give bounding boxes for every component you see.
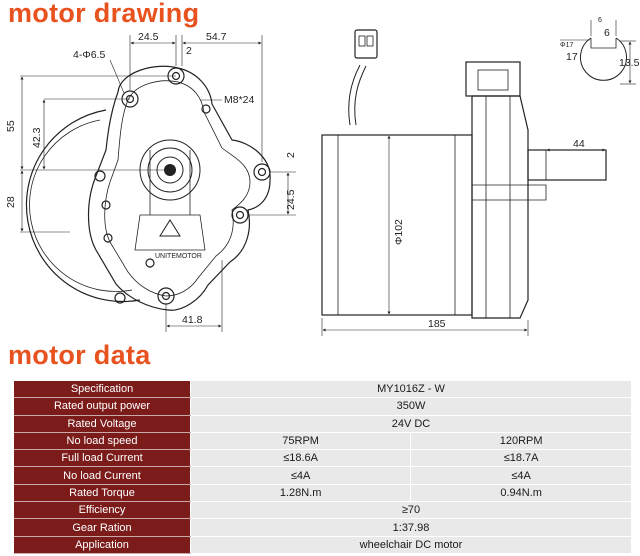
row-value: 24V DC (190, 415, 631, 433)
row-label: No load speed (14, 432, 191, 451)
row-label: Application (14, 536, 191, 554)
side-view (321, 29, 607, 336)
dim-54-7: 54.7 (206, 31, 227, 43)
dim-42-3: 42.3 (31, 127, 43, 148)
shaft-detail (560, 20, 636, 85)
row-value: ≤4A (410, 466, 631, 485)
dim-185: 185 (428, 318, 446, 330)
dim-keyway-top: 6 (598, 17, 602, 24)
dim-2-top: 2 (186, 45, 192, 57)
dim-phi17: Φ17 (560, 42, 573, 49)
logo-text: UNITEMOTOR (155, 253, 202, 260)
row-value: wheelchair DC motor (190, 536, 631, 554)
dim-55: 55 (5, 120, 17, 132)
row-value: MY1016Z - W (190, 381, 631, 399)
motor-housing-outline (25, 109, 141, 303)
dim-24-5-right: 24.5 (285, 189, 297, 210)
dim-2-right: 2 (285, 152, 297, 158)
dim-13-5: 13.5 (619, 57, 640, 69)
data-title: motor data (8, 340, 151, 370)
logo-triangle-icon (159, 219, 181, 237)
dim-keyway-6: 6 (604, 27, 610, 39)
row-label: No load Current (14, 466, 191, 485)
dim-shaft-44: 44 (573, 138, 585, 150)
row-value: 75RPM (189, 432, 411, 451)
row-value: ≥70 (190, 501, 631, 520)
dim-hole-dia: 4-Φ6.5 (73, 49, 105, 61)
dim-24-5-top: 24.5 (138, 31, 159, 43)
row-label: Rated Voltage (14, 415, 191, 433)
row-value: 350W (190, 397, 631, 416)
dim-28: 28 (5, 196, 17, 208)
table-row: Efficiency≥70 (14, 501, 631, 520)
motor-drawing: 24.5 2 54.7 4-Φ6.5 M8*24 55 42.3 28 2 24… (5, 17, 640, 336)
output-shaft (527, 149, 607, 181)
row-label: Rated Torque (14, 484, 191, 503)
row-label: Specification (14, 381, 191, 399)
row-value: ≤18.7A (410, 449, 631, 468)
dim-thread: M8*24 (224, 94, 255, 106)
table-row: No load Current≤4A≤4A (14, 466, 631, 485)
connector (354, 29, 378, 59)
row-value: ≤18.6A (189, 449, 411, 468)
row-label: Full load Current (14, 449, 191, 468)
row-label: Rated output power (14, 397, 191, 416)
row-value: ≤4A (189, 466, 411, 485)
row-label: Efficiency (14, 501, 191, 520)
front-view-dimensions (20, 35, 296, 332)
gearbox-side (471, 95, 529, 319)
row-label: Gear Ration (14, 518, 191, 537)
row-value: 0.94N.m (410, 484, 631, 503)
row-value: 1.28N.m (189, 484, 411, 503)
dim-17: 17 (566, 51, 578, 63)
wire (348, 64, 367, 126)
dim-diameter: Φ102 (393, 219, 405, 245)
row-value: 120RPM (410, 432, 631, 451)
row-value: 1:37.98 (190, 518, 631, 537)
dim-41-8: 41.8 (182, 314, 203, 326)
drawing-title: motor drawing (8, 0, 200, 28)
gearbox-outline (87, 65, 271, 311)
table-row: Full load Current≤18.6A≤18.7A (14, 449, 631, 468)
